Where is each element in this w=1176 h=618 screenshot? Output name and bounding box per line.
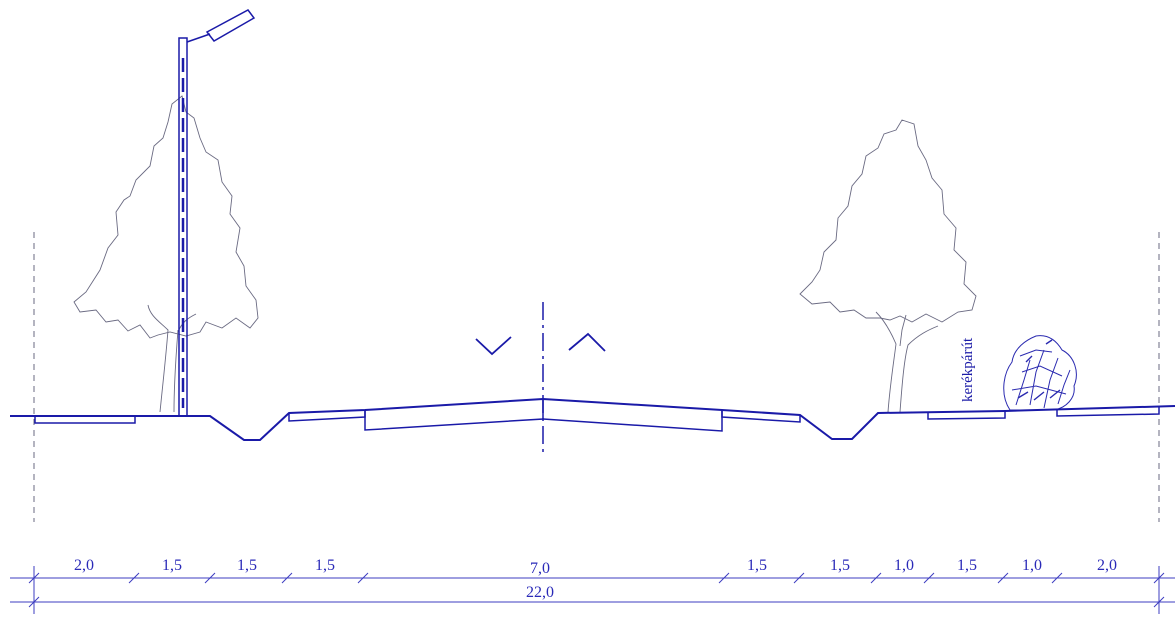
dimension-tick	[28, 572, 40, 584]
segment-label-lamp-strip: 1,5	[162, 557, 182, 574]
dimension-tick	[28, 596, 40, 608]
dimension-tick	[997, 572, 1009, 584]
segment-label-shrub-strip: 1,0	[1022, 557, 1042, 574]
segment-label-ditch-left: 1,5	[237, 557, 257, 574]
total-width-label: 22,0	[526, 584, 554, 601]
right-crossfall-symbol	[568, 332, 606, 352]
segment-label-sidewalk-right: 2,0	[1097, 557, 1117, 574]
dimension-tick	[870, 572, 882, 584]
dimension-tick	[128, 572, 140, 584]
dimension-tick	[1051, 572, 1063, 584]
segment-label-bike-path: 1,5	[957, 557, 977, 574]
bike-path-layer	[927, 411, 1006, 420]
segment-label-carriageway: 7,0	[530, 560, 550, 577]
left-sidewalk-layer	[34, 416, 136, 424]
dimension-lines	[10, 566, 1175, 614]
street-lamp	[178, 9, 256, 417]
segment-label-ditch-right: 1,5	[830, 557, 850, 574]
dimension-tick	[793, 572, 805, 584]
road-surface-line	[10, 397, 1176, 441]
bike-path-label: kerékpárút	[960, 337, 976, 402]
shrub	[1003, 335, 1077, 411]
dimension-tick	[923, 572, 935, 584]
dimension-tick	[1153, 572, 1165, 584]
left-crossfall-symbol	[475, 336, 512, 356]
dimension-tick	[1153, 596, 1165, 608]
left-tree	[73, 95, 259, 413]
dimension-ticks	[28, 572, 1165, 608]
right-parking-layer	[721, 410, 801, 423]
pavement-layers	[34, 399, 1160, 432]
right-tree	[799, 119, 977, 413]
dimension-tick	[204, 572, 216, 584]
segment-label-tree-strip: 1,0	[894, 557, 914, 574]
dimension-labels: 2,0 1,5 1,5 1,5 7,0 1,5 1,5 1,0 1,5 1,0 …	[74, 557, 1117, 601]
segment-label-parking-right: 1,5	[747, 557, 767, 574]
right-sidewalk-layer	[1056, 407, 1160, 417]
segment-label-sidewalk-left: 2,0	[74, 557, 94, 574]
dimension-tick	[357, 572, 369, 584]
left-carriageway-layer	[364, 399, 544, 431]
dimension-tick	[718, 572, 730, 584]
dimension-tick	[281, 572, 293, 584]
right-carriageway-layer	[542, 410, 723, 432]
segment-label-parking-left: 1,5	[315, 557, 335, 574]
